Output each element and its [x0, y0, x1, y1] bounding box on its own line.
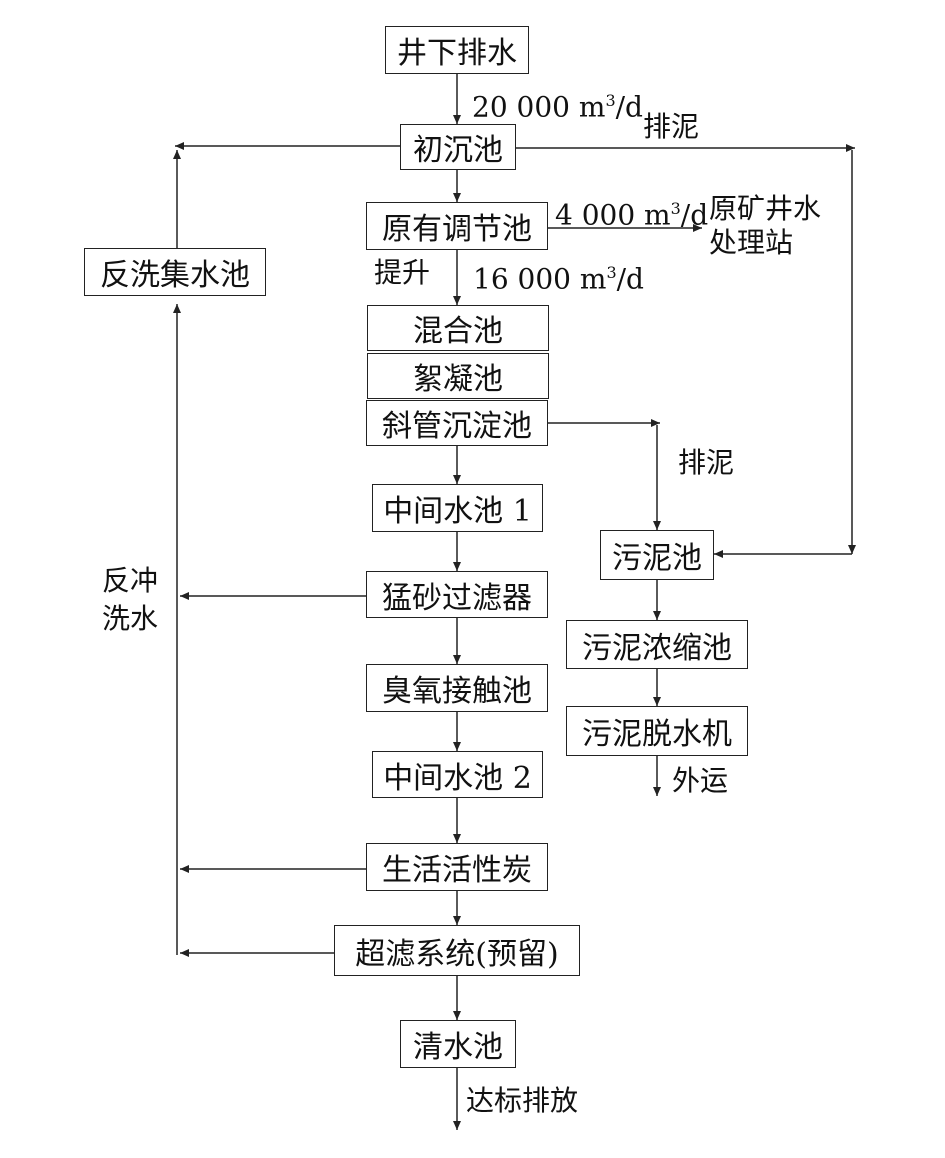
node-intermediate-tank-2: 中间水池 2	[372, 751, 543, 798]
node-inclined-tube-settler: 斜管沉淀池	[366, 400, 548, 446]
node-flocculation-tank: 絮凝池	[367, 353, 549, 399]
node-activated-carbon: 生活活性炭	[366, 843, 548, 891]
label-original-station-line1: 原矿井水	[709, 192, 822, 225]
node-clear-water-tank: 清水池	[400, 1020, 516, 1068]
node-mine-drainage: 井下排水	[385, 26, 529, 74]
label-flow-out: 4 000 m3/d	[555, 198, 709, 232]
label-backwash-water-line1: 反冲	[102, 564, 159, 597]
label-original-station-line2: 处理站	[709, 226, 794, 259]
label-flow-lift: 16 000 m3/d	[473, 262, 644, 296]
node-intermediate-tank-1: 中间水池 1	[372, 484, 543, 532]
label-flow-in: 20 000 m3/d	[472, 90, 643, 124]
node-mixing-tank: 混合池	[367, 305, 549, 351]
label-discharge-standard: 达标排放	[466, 1084, 579, 1117]
node-ultrafiltration: 超滤系统(预留)	[334, 925, 580, 976]
node-sludge-tank: 污泥池	[600, 530, 714, 580]
label-sludge-discharge-1: 排泥	[643, 110, 700, 143]
node-sludge-dewatering: 污泥脱水机	[566, 706, 748, 756]
node-sludge-thickener: 污泥浓缩池	[566, 620, 748, 669]
node-ozone-contact-tank: 臭氧接触池	[366, 664, 548, 712]
label-backwash-water-line2: 洗水	[102, 602, 159, 635]
node-backwash-collection: 反洗集水池	[84, 248, 266, 296]
label-lift: 提升	[374, 256, 431, 289]
node-manganese-sand-filter: 猛砂过滤器	[366, 571, 548, 618]
node-regulating-tank: 原有调节池	[366, 202, 548, 250]
label-haul-away: 外运	[672, 764, 729, 797]
node-primary-sedimentation: 初沉池	[400, 124, 516, 170]
label-sludge-discharge-2: 排泥	[678, 446, 735, 479]
